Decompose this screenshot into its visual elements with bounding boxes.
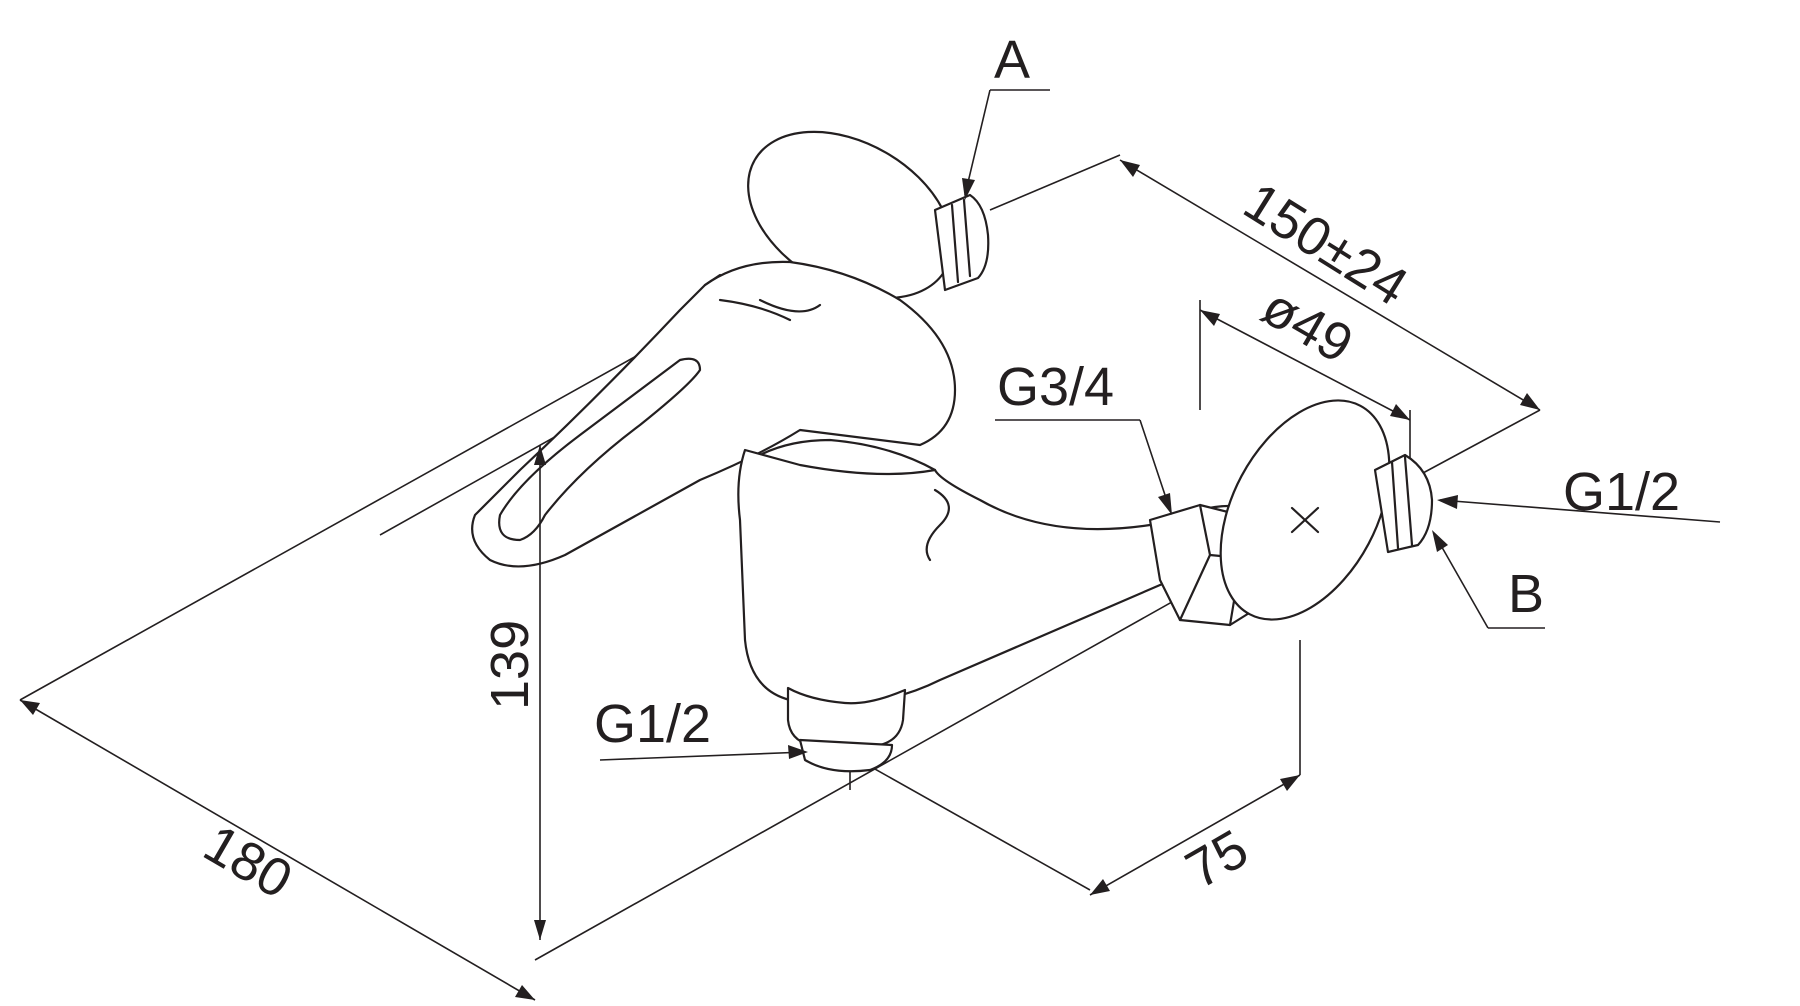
lever-handle bbox=[471, 260, 957, 568]
faucet-body bbox=[471, 130, 1434, 773]
lever-slot bbox=[498, 357, 702, 542]
bottom-outlet bbox=[786, 686, 907, 747]
connector-b-stub bbox=[1373, 453, 1434, 554]
leader-lines bbox=[599, 89, 1721, 761]
right-wall-flange bbox=[1219, 399, 1391, 621]
labels: A G3/4 G1/2 B G1/2 150±24 ø49 139 180 75 bbox=[194, 30, 1680, 910]
label-thread-outlet-bottom: G1/2 bbox=[594, 694, 711, 754]
dimension-lines bbox=[19, 159, 1541, 1001]
label-thread-body: G3/4 bbox=[997, 357, 1114, 417]
label-connection-b: B bbox=[1508, 564, 1544, 624]
dim-length: 180 bbox=[194, 813, 302, 910]
dim-depth: 75 bbox=[1176, 818, 1258, 900]
connector-a-stub bbox=[933, 193, 990, 292]
label-thread-outlet-right: G1/2 bbox=[1563, 462, 1680, 522]
label-connection-a: A bbox=[994, 30, 1030, 90]
dim-height: 139 bbox=[480, 620, 540, 710]
